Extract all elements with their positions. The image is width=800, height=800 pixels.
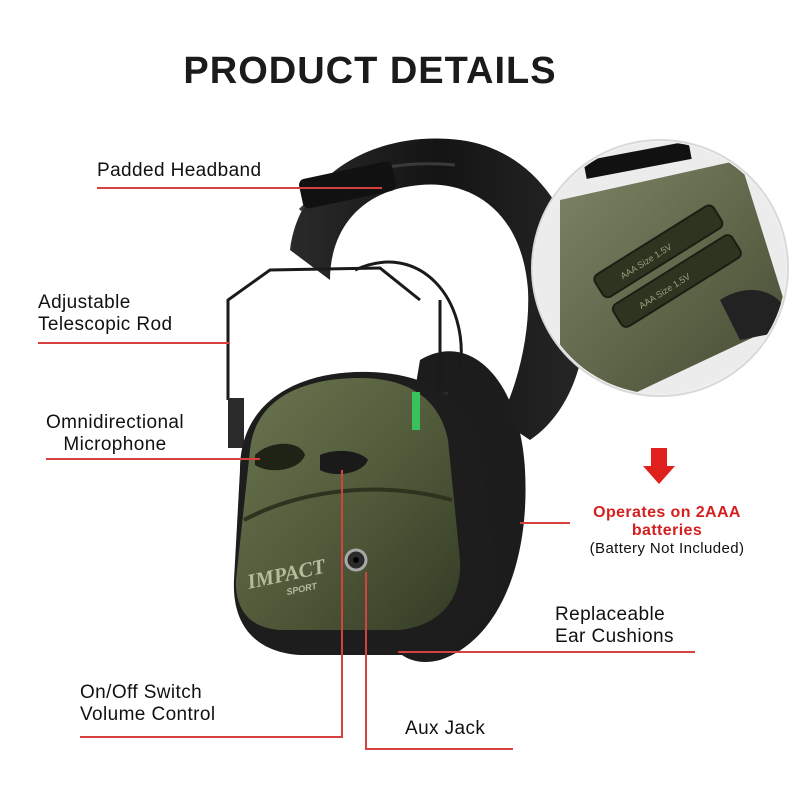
label-text: Ear Cushions bbox=[555, 626, 674, 647]
label-telescopic-rod: Adjustable Telescopic Rod bbox=[38, 292, 172, 336]
leader-line-battery bbox=[520, 522, 570, 524]
label-text: Padded Headband bbox=[97, 160, 262, 181]
telescopic-rod bbox=[226, 260, 463, 400]
leader-line-aux-vertical bbox=[365, 572, 367, 750]
label-battery: Operates on 2AAA batteries (Battery Not … bbox=[567, 504, 767, 558]
label-text: Adjustable bbox=[38, 292, 131, 313]
label-text: Replaceable bbox=[555, 604, 666, 625]
leader-line-switch bbox=[80, 736, 342, 738]
label-text: Operates on 2AAA bbox=[593, 504, 741, 521]
label-text: Omnidirectional bbox=[46, 412, 184, 433]
padded-headband bbox=[290, 138, 586, 440]
label-ear-cushions: Replaceable Ear Cushions bbox=[555, 604, 674, 648]
leader-line-headband bbox=[97, 187, 382, 189]
leader-line-microphone bbox=[46, 458, 260, 460]
label-text: Aux Jack bbox=[405, 718, 486, 739]
label-text: Microphone bbox=[63, 434, 167, 455]
label-text: (Battery Not Included) bbox=[589, 540, 745, 557]
label-text: Volume Control bbox=[80, 704, 216, 725]
label-text: Telescopic Rod bbox=[38, 314, 173, 335]
leader-line-switch-vertical bbox=[341, 470, 343, 738]
label-text: On/Off Switch bbox=[80, 682, 203, 703]
label-switch-volume: On/Off Switch Volume Control bbox=[80, 682, 216, 726]
label-microphone: Omnidirectional Microphone bbox=[46, 412, 184, 456]
leader-line-cushions bbox=[398, 651, 695, 653]
label-padded-headband: Padded Headband bbox=[97, 160, 261, 182]
front-ear-cup: IMPACT SPORT bbox=[235, 378, 461, 630]
leader-line-rod bbox=[38, 342, 230, 344]
label-aux-jack: Aux Jack bbox=[405, 718, 485, 740]
page-title: PRODUCT DETAILS bbox=[183, 50, 557, 92]
rod-slider-left bbox=[228, 398, 244, 448]
red-down-arrow-icon bbox=[643, 448, 675, 484]
leader-line-aux bbox=[365, 748, 513, 750]
battery-compartment-inset: AAA Size 1.5V AAA Size 1.5V bbox=[531, 139, 789, 397]
label-text: batteries bbox=[631, 522, 703, 539]
